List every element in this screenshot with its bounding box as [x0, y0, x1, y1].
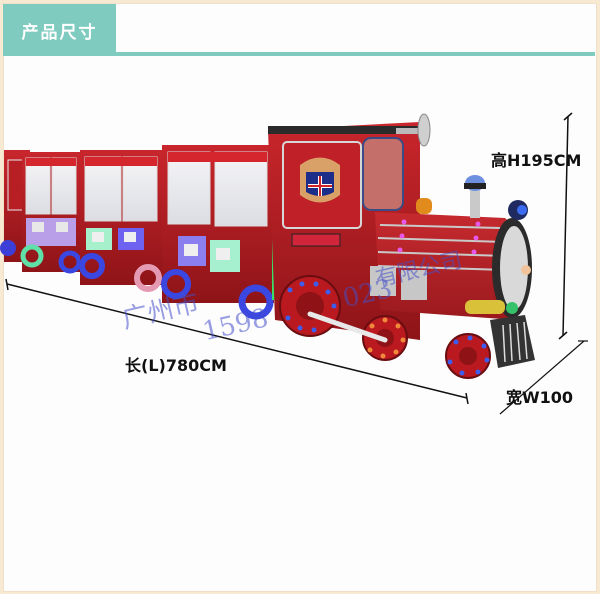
header-divider	[3, 52, 595, 56]
boiler	[370, 175, 535, 368]
section-title: 产品尺寸	[21, 22, 98, 43]
1st-badge-icon	[300, 157, 340, 203]
length-dimension-line	[5, 278, 469, 405]
width-dimension-line	[499, 340, 588, 415]
drive-wheel-3	[445, 333, 491, 379]
claw-cabinet-1	[20, 152, 82, 274]
claw-cabinet-3	[161, 145, 275, 320]
width-label: 宽W100	[506, 388, 574, 407]
chimney-light-icon	[464, 175, 486, 218]
drive-wheel-1	[279, 275, 341, 337]
height-label: 高H195CM	[491, 151, 582, 170]
claw-cabinet-2	[79, 150, 162, 292]
connecting-rod	[307, 311, 388, 343]
length-label: 长(L)780CM	[125, 356, 227, 375]
section-title-tab: 产品尺寸	[3, 4, 116, 56]
horn-icon	[396, 113, 431, 147]
beacon-light-icon	[416, 198, 432, 214]
height-dimension-line	[558, 112, 573, 340]
